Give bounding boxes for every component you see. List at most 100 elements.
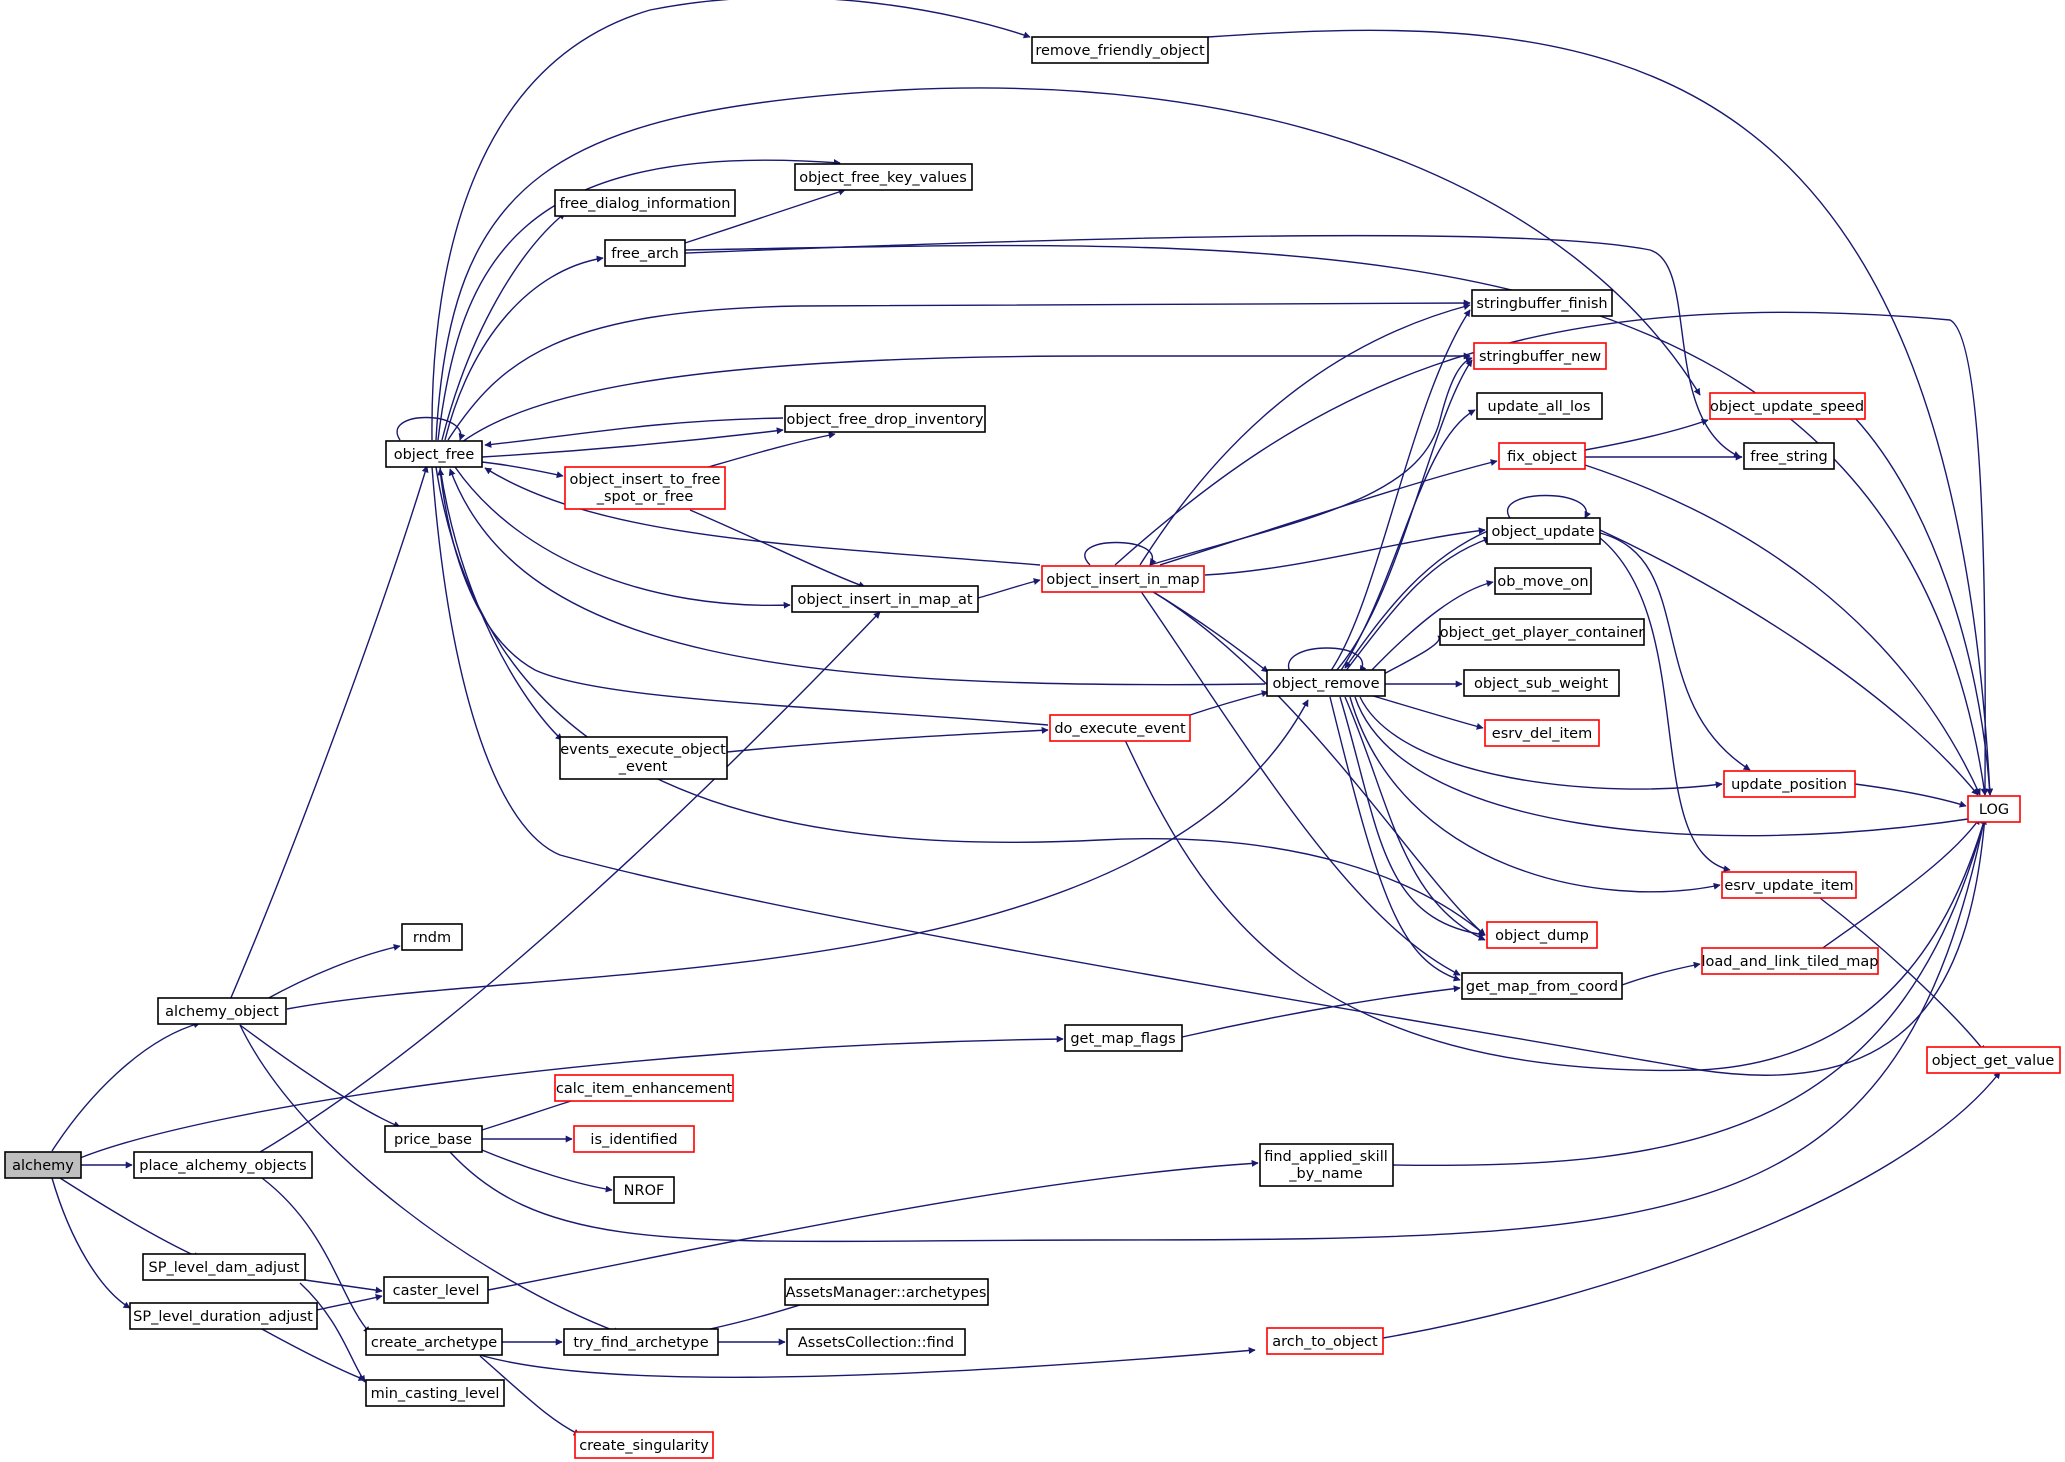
node-object-free-drop-inventory[interactable]: object_free_drop_inventory xyxy=(784,405,986,433)
node-label: AssetsManager::archetypes xyxy=(786,1285,987,1301)
node-update-position[interactable]: update_position xyxy=(1723,770,1856,798)
node-assets-manager-archetypes[interactable]: AssetsManager::archetypes xyxy=(784,1278,989,1306)
edge-get-map-from-coord-load-and-link xyxy=(1621,961,1701,986)
edge-events-execute-do-execute-event xyxy=(726,726,1049,753)
edge-create-archetype-create-singularity xyxy=(479,1355,581,1436)
node-fix-object[interactable]: fix_object xyxy=(1498,442,1586,470)
node-label: arch_to_object xyxy=(1272,1334,1378,1350)
edge-object-remove-object-dump-b xyxy=(1339,696,1486,938)
node-label: NROF xyxy=(624,1183,665,1199)
node-object-get-value[interactable]: object_get_value xyxy=(1926,1046,2061,1074)
edge-sp-dam-min-casting-level xyxy=(299,1282,366,1383)
node-create-archetype[interactable]: create_archetype xyxy=(365,1328,503,1356)
node-price-base[interactable]: price_base xyxy=(384,1125,483,1153)
node-free-arch[interactable]: free_arch xyxy=(604,239,686,267)
edge-insert-in-map-object-free-upper xyxy=(1114,311,1989,796)
edge-object-update-speed-log xyxy=(1854,417,1994,796)
node-caster-level[interactable]: caster_level xyxy=(383,1276,489,1304)
edge-alchemy-sp-level-dam-adjust xyxy=(59,1177,201,1259)
node-calc-item-enhancement[interactable]: calc_item_enhancement xyxy=(554,1074,734,1102)
edge-object-update-object-remove xyxy=(1344,529,1491,669)
edge-object-free-object-dump xyxy=(435,466,1486,936)
node-create-singularity[interactable]: create_singularity xyxy=(574,1431,714,1459)
node-label: caster_level xyxy=(393,1283,480,1299)
node-label: SP_level_dam_adjust xyxy=(149,1260,300,1276)
node-label-line2: _event xyxy=(618,759,668,775)
node-min-casting-level[interactable]: min_casting_level xyxy=(365,1379,505,1407)
edge-alchemy-object-object-free xyxy=(229,465,429,1001)
edge-sp-duration-min-casting-level xyxy=(259,1327,366,1381)
edge-object-insert-in-map-object-free xyxy=(484,467,1041,566)
node-get-map-from-coord[interactable]: get_map_from_coord xyxy=(1461,972,1623,1000)
node-update-all-los[interactable]: update_all_los xyxy=(1476,392,1603,420)
node-esrv-del-item[interactable]: esrv_del_item xyxy=(1484,719,1600,747)
node-do-execute-event[interactable]: do_execute_event xyxy=(1049,714,1191,742)
edge-insert-in-map-object-dump xyxy=(1149,589,1486,936)
edge-object-free-log xyxy=(431,466,1988,1076)
node-label: object_remove xyxy=(1273,676,1380,692)
node-object-get-player-container[interactable]: object_get_player_container xyxy=(1439,618,1645,646)
node-object-remove[interactable]: object_remove xyxy=(1266,669,1386,697)
node-free-dialog-information[interactable]: free_dialog_information xyxy=(554,189,736,217)
edge-object-remove-stringbuffer-finish xyxy=(1329,309,1471,673)
node-alchemy[interactable]: alchemy xyxy=(4,1151,82,1179)
node-label: calc_item_enhancement xyxy=(556,1081,733,1097)
node-object-insert-in-map[interactable]: object_insert_in_map xyxy=(1041,565,1205,593)
edge-object-update-esrv-update-item xyxy=(1599,537,1731,873)
node-alchemy-object[interactable]: alchemy_object xyxy=(157,997,287,1025)
node-label: object_get_value xyxy=(1932,1053,2055,1069)
node-log[interactable]: LOG xyxy=(1967,795,2021,823)
node-object-free[interactable]: object_free xyxy=(385,440,483,468)
node-label: stringbuffer_finish xyxy=(1476,296,1607,312)
node-nrof[interactable]: NROF xyxy=(613,1176,675,1204)
node-object-insert-in-map-at[interactable]: object_insert_in_map_at xyxy=(791,585,979,613)
node-load-and-link-tiled-map[interactable]: load_and_link_tiled_map xyxy=(1701,947,1879,975)
node-object-free-key-values[interactable]: object_free_key_values xyxy=(794,163,973,191)
node-find-applied-skill-by-name[interactable]: find_applied_skill_by_name xyxy=(1259,1143,1394,1187)
node-rndm[interactable]: rndm xyxy=(401,923,463,951)
node-label: price_base xyxy=(394,1132,472,1148)
node-esrv-update-item[interactable]: esrv_update_item xyxy=(1721,871,1857,899)
node-object-dump[interactable]: object_dump xyxy=(1486,921,1598,949)
node-label: ob_move_on xyxy=(1497,574,1588,590)
edge-alchemy-object-object-remove xyxy=(286,699,1309,1010)
node-sp-level-dam-adjust[interactable]: SP_level_dam_adjust xyxy=(142,1253,306,1281)
node-free-string[interactable]: free_string xyxy=(1743,442,1835,470)
node-object-update-speed[interactable]: object_update_speed xyxy=(1709,392,1866,420)
node-try-find-archetype[interactable]: try_find_archetype xyxy=(563,1328,719,1356)
node-label: fix_object xyxy=(1507,449,1577,465)
edge-alchemy-get-map-flags xyxy=(79,1035,1064,1159)
edge-fix-object-log xyxy=(1584,464,1981,796)
node-arch-to-object[interactable]: arch_to_object xyxy=(1266,1327,1384,1355)
node-remove-friendly-object[interactable]: remove_friendly_object xyxy=(1031,36,1209,64)
node-assets-collection-find[interactable]: AssetsCollection::find xyxy=(786,1328,966,1356)
node-sp-level-duration-adjust[interactable]: SP_level_duration_adjust xyxy=(129,1302,318,1330)
node-object-sub-weight[interactable]: object_sub_weight xyxy=(1463,669,1620,697)
node-stringbuffer-new[interactable]: stringbuffer_new xyxy=(1473,342,1607,370)
edge-price-base-nrof xyxy=(481,1149,613,1193)
node-label: object_update_speed xyxy=(1710,399,1864,415)
node-label: remove_friendly_object xyxy=(1035,43,1205,59)
node-label: object_insert_in_map xyxy=(1046,572,1199,588)
node-object-insert-to-free-spot-or-free[interactable]: object_insert_to_free_spot_or_free xyxy=(564,466,726,510)
edge-object-remove-update-position xyxy=(1359,696,1723,790)
node-label: object_insert_in_map_at xyxy=(797,592,972,608)
node-events-execute-object-event[interactable]: events_execute_object_event xyxy=(559,736,728,780)
node-label: do_execute_event xyxy=(1054,721,1186,737)
node-is-identified[interactable]: is_identified xyxy=(573,1125,695,1153)
node-ob-move-on[interactable]: ob_move_on xyxy=(1494,567,1592,595)
edge-update-position-log xyxy=(1854,783,1967,808)
edge-object-update-update-position xyxy=(1599,532,1751,771)
edge-object-free-object-insert-in-map-at xyxy=(454,466,791,609)
node-label: object_sub_weight xyxy=(1474,676,1608,692)
edge-object-free-free-dialog-information xyxy=(441,212,566,441)
edge-object-remove-esrv-update-item xyxy=(1349,696,1721,893)
node-label: rndm xyxy=(413,930,451,946)
node-label: create_singularity xyxy=(579,1438,709,1454)
node-get-map-flags[interactable]: get_map_flags xyxy=(1064,1024,1183,1052)
node-stringbuffer-finish[interactable]: stringbuffer_finish xyxy=(1471,289,1613,317)
node-label: esrv_del_item xyxy=(1492,726,1592,742)
node-label: object_free_key_values xyxy=(799,170,967,186)
node-place-alchemy-objects[interactable]: place_alchemy_objects xyxy=(133,1151,313,1179)
node-object-update[interactable]: object_update xyxy=(1486,517,1601,545)
